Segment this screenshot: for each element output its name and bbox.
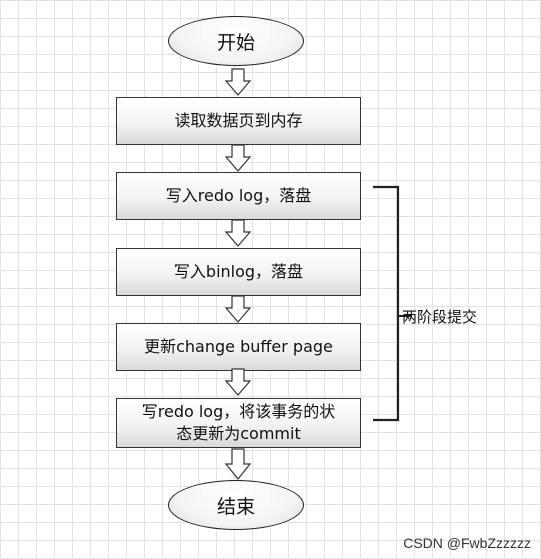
end-node: 结束 bbox=[168, 480, 304, 530]
step-label: 更新change buffer page bbox=[144, 337, 333, 357]
arrow-down-icon bbox=[224, 144, 252, 172]
arrow-down-icon bbox=[224, 448, 252, 480]
arrow-down-icon bbox=[224, 68, 252, 96]
step-label-line-2: 态更新为commit bbox=[176, 424, 301, 443]
start-label: 开始 bbox=[216, 31, 255, 54]
arrow-down-icon bbox=[224, 368, 252, 396]
watermark: CSDN @FwbZzzzzz bbox=[403, 535, 531, 551]
step-label: 写入redo log，落盘 bbox=[165, 186, 312, 206]
start-node: 开始 bbox=[168, 16, 304, 66]
step-label-line-1: 写redo log，将该事务的状 bbox=[141, 402, 336, 422]
step-label: 读取数据页到内存 bbox=[174, 111, 303, 131]
arrow-down-icon bbox=[224, 219, 252, 247]
step-write-binlog: 写入binlog，落盘 bbox=[116, 248, 361, 296]
end-label: 结束 bbox=[216, 495, 255, 518]
arrow-down-icon bbox=[224, 295, 252, 323]
step-label: 写入binlog，落盘 bbox=[173, 262, 304, 282]
bracket-label: 两阶段提交 bbox=[402, 308, 478, 326]
step-commit-redo-log: 写redo log，将该事务的状 态更新为commit bbox=[116, 398, 361, 448]
step-read-page: 读取数据页到内存 bbox=[116, 97, 361, 145]
step-write-redo-log: 写入redo log，落盘 bbox=[116, 172, 361, 220]
step-update-change-buffer: 更新change buffer page bbox=[116, 323, 361, 371]
